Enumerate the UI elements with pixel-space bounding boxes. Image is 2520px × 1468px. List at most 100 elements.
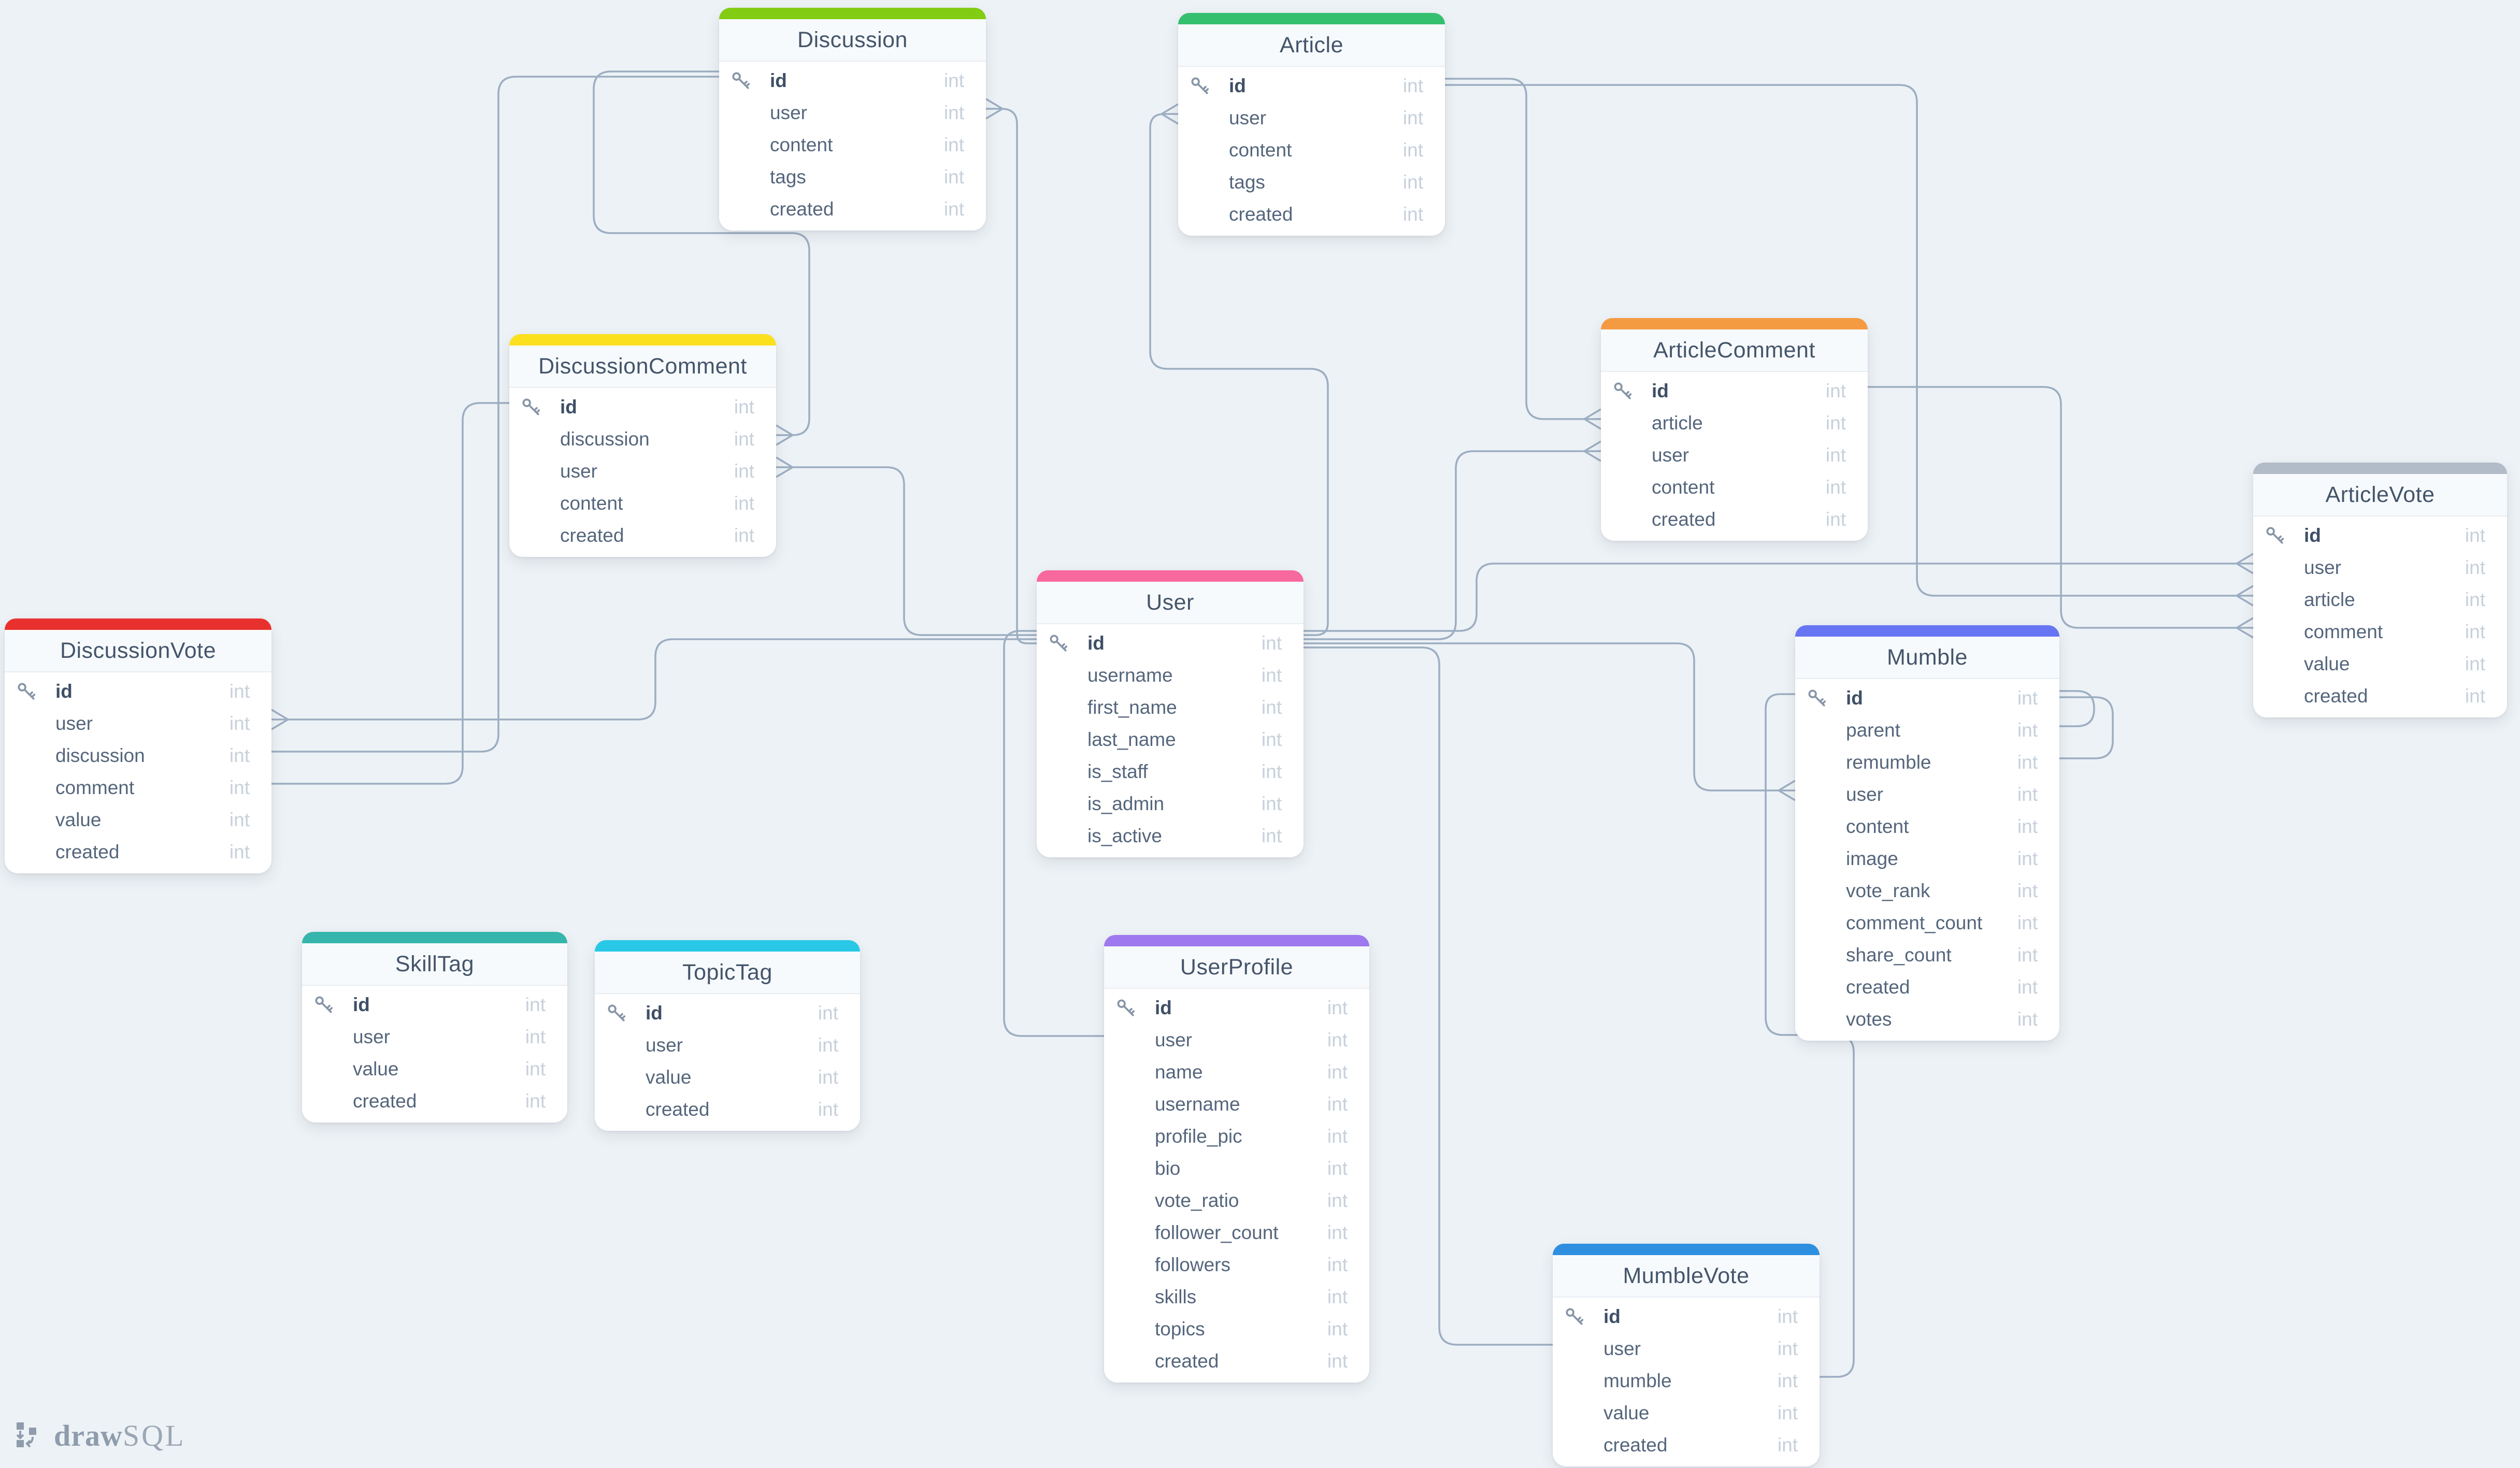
- field-type: int: [1402, 171, 1423, 193]
- field-type: int: [1777, 1370, 1798, 1391]
- table-header: ArticleComment: [1601, 329, 1868, 372]
- field-name: profile_pic: [1155, 1126, 1242, 1147]
- relationship-Mumble.remumble-Mumble.id: [2059, 696, 2114, 759]
- field-type: int: [525, 1058, 546, 1080]
- table-title: User: [1146, 589, 1194, 615]
- key-icon: [16, 681, 37, 702]
- field-type: int: [1327, 1158, 1348, 1179]
- field-type: int: [1327, 1254, 1348, 1275]
- field-name: parent: [1846, 719, 1900, 741]
- field-name: votes: [1846, 1009, 1892, 1030]
